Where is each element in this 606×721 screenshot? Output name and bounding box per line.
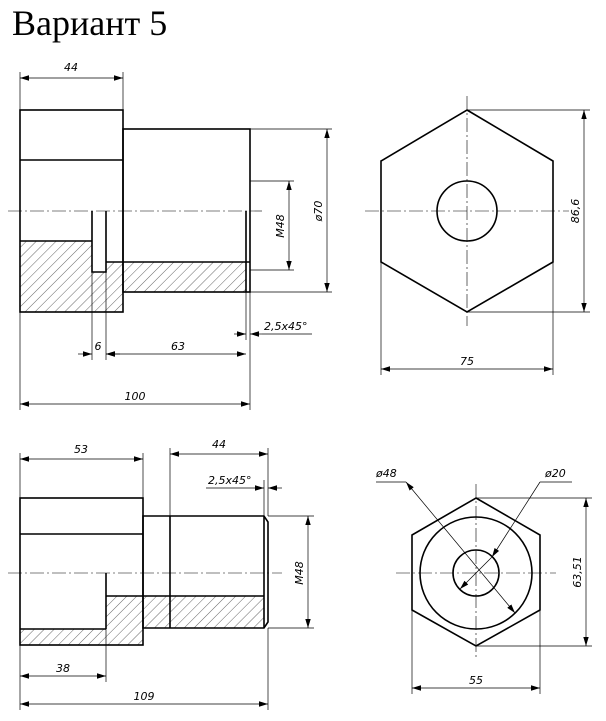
view1-dim-100: 100 bbox=[125, 390, 146, 403]
view3-hatch bbox=[20, 596, 264, 645]
view1-section: 44 M48 ø70 2,5x45° bbox=[8, 61, 332, 410]
view1-dim-6: 6 bbox=[95, 340, 102, 353]
view1-hatch bbox=[20, 241, 246, 312]
view3-dim-44: 44 bbox=[212, 438, 226, 451]
view1-body bbox=[122, 128, 251, 293]
view2-end-view: 86,6 75 bbox=[365, 96, 590, 375]
view1-dim-63: 63 bbox=[171, 340, 185, 353]
view4-end-view: ø48 ø20 63,51 55 bbox=[375, 467, 592, 694]
view3-dim-109: 109 bbox=[134, 690, 155, 703]
view1-dim-d70: ø70 bbox=[312, 201, 325, 223]
view1-dim-chamfer: 2,5x45° bbox=[264, 320, 308, 333]
view2-dim-86-6: 86,6 bbox=[569, 199, 582, 224]
view3-dim-chamfer: 2,5x45° bbox=[208, 474, 252, 487]
view3-dim-m48: M48 bbox=[293, 561, 306, 585]
view4-dim-63-51: 63,51 bbox=[571, 556, 584, 588]
page-title: Вариант 5 bbox=[12, 3, 168, 43]
view2-dim-75: 75 bbox=[460, 355, 474, 368]
view4-dim-d48: ø48 bbox=[375, 467, 397, 480]
view4-dim-d20: ø20 bbox=[544, 467, 566, 480]
view3-section: 53 44 2,5x45° M48 38 bbox=[8, 438, 314, 710]
view3-dim-38: 38 bbox=[56, 662, 70, 675]
view4-dim-55: 55 bbox=[469, 674, 483, 687]
view1-dim-m48: M48 bbox=[274, 214, 287, 238]
view1-dim-44: 44 bbox=[64, 61, 78, 74]
view3-dim-53: 53 bbox=[74, 443, 88, 456]
